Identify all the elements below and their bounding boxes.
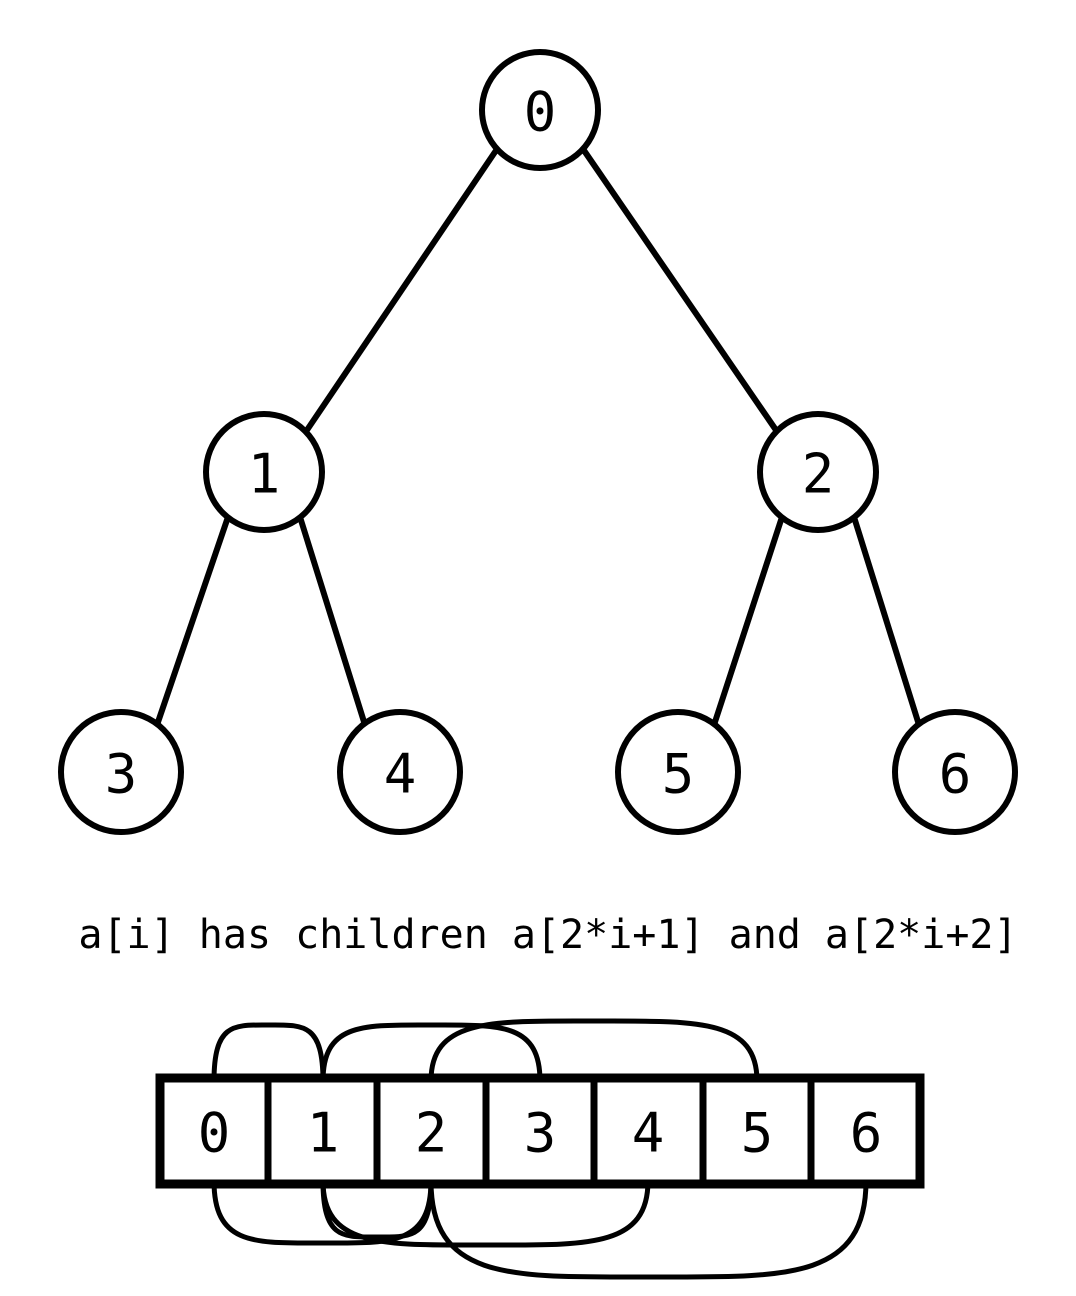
node-circle-3 [58,709,184,835]
node-label-6: 6 [939,743,972,806]
tree-node-5[interactable]: 5 [615,709,741,835]
arc-below-0 [211,1180,434,1246]
arc-below-1 [320,1180,434,1240]
arcs-above-group [211,1018,760,1082]
node-circle-4 [337,709,463,835]
array-dividers-group [264,1082,815,1180]
node-circle-5 [615,709,741,835]
node-label-4: 4 [384,743,417,806]
tree-edge-1-3 [154,516,231,726]
node-label-5: 5 [662,743,695,806]
array-cell-2[interactable]: 2 [415,1102,448,1165]
node-label-0: 0 [524,81,557,144]
node-circle-1 [203,411,325,533]
array-cell-3[interactable]: 3 [524,1102,557,1165]
tree-node-4[interactable]: 4 [337,709,463,835]
node-circle-6 [892,709,1018,835]
caption-label: a[i] has children a[2*i+1] and a[2*i+2] [78,912,1017,958]
array-cells-group: 0 1 2 3 4 5 6 [198,1102,883,1165]
tree-node-6[interactable]: 6 [892,709,1018,835]
node-label-3: 3 [105,743,138,806]
tree-node-3[interactable]: 3 [58,709,184,835]
node-circle-0 [479,49,601,171]
arc-below-3 [428,1180,869,1280]
arcs-below-group [211,1180,869,1280]
arc-below-2 [320,1180,651,1248]
array-cell-0[interactable]: 0 [198,1102,231,1165]
arc-above-2 [428,1018,760,1082]
tree-node-1[interactable]: 1 [203,411,325,533]
node-label-2: 2 [802,443,835,506]
array-cell-1[interactable]: 1 [307,1102,340,1165]
array-cell-5[interactable]: 5 [741,1102,774,1165]
arc-above-1 [320,1022,543,1082]
tree-edge-2-5 [711,516,785,726]
arc-above-0 [211,1022,326,1082]
tree-edge-0-2 [580,147,781,435]
array-cell-6[interactable]: 6 [850,1102,883,1165]
tree-edge-0-1 [302,147,500,435]
tree-node-0[interactable]: 0 [479,49,601,171]
tree-edge-1-4 [297,516,368,726]
array-outline [155,1073,925,1189]
node-label-1: 1 [248,443,281,506]
tree-node-2[interactable]: 2 [757,411,879,533]
array-cell-4[interactable]: 4 [632,1102,665,1165]
node-circle-2 [757,411,879,533]
tree-edges-group [154,147,922,726]
tree-edge-2-6 [851,516,922,726]
